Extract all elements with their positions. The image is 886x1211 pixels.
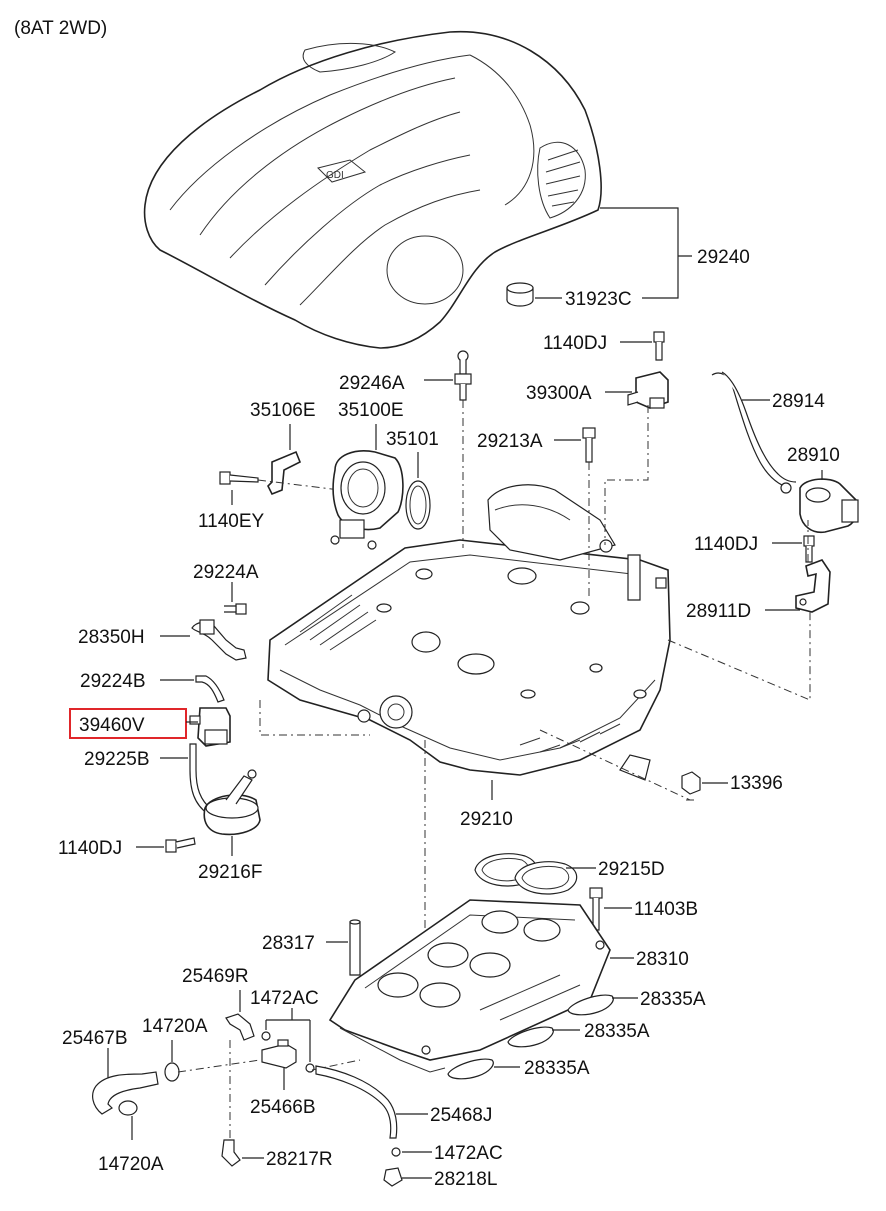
- label-28335a-1: 28335A: [640, 989, 706, 1010]
- label-1472ac-top: 1472AC: [250, 988, 319, 1009]
- clamp-1472ac-top-part: [261, 1031, 315, 1073]
- stud-28317-part: [349, 919, 361, 976]
- label-14720a-bot: 14720A: [98, 1154, 164, 1175]
- label-1140dj-left: 1140DJ: [58, 838, 122, 859]
- label-29216f: 29216F: [198, 862, 262, 883]
- label-29224b: 29224B: [80, 671, 146, 692]
- cover-logo: GDI: [326, 170, 344, 181]
- label-28335a-2: 28335A: [584, 1021, 650, 1042]
- hose-29224b-part: [195, 675, 225, 703]
- fitting-28217r-part: [221, 1139, 241, 1167]
- pcv-valve-25466b-part: [261, 1039, 297, 1069]
- label-1140dj-top: 1140DJ: [543, 333, 607, 354]
- label-28335a-3: 28335A: [524, 1058, 590, 1079]
- label-25468j: 25468J: [430, 1105, 492, 1126]
- bracket-28911d-part: [795, 559, 831, 613]
- label-35100e: 35100E: [338, 400, 404, 421]
- hose-28350h-part: [191, 619, 247, 661]
- label-28914: 28914: [772, 391, 825, 412]
- actuator-29216f-part: [203, 769, 261, 836]
- throttle-body-35100e-part: [330, 450, 404, 550]
- hose-25467b-part: [92, 1071, 159, 1115]
- fitting-28218l-part: [383, 1167, 403, 1187]
- label-29210: 29210: [460, 809, 513, 830]
- hose-28914-part: [711, 371, 797, 489]
- label-29246a: 29246A: [339, 373, 405, 394]
- bolt-29224a-part: [224, 603, 247, 615]
- clamp-14720a-top-part: [164, 1062, 180, 1082]
- label-25466b: 25466B: [250, 1097, 316, 1118]
- bolt-29213a-part: [582, 427, 596, 463]
- label-1140ey: 1140EY: [198, 511, 265, 532]
- label-28217r: 28217R: [266, 1149, 333, 1170]
- label-29224a: 29224A: [193, 562, 259, 583]
- label-25469r: 25469R: [182, 966, 249, 987]
- solenoid-39460v-part: [189, 707, 231, 747]
- label-25467b: 25467B: [62, 1028, 128, 1049]
- stud-29246a-part: [454, 350, 472, 401]
- label-14720a-top: 14720A: [142, 1016, 208, 1037]
- label-39300a: 39300A: [526, 383, 592, 404]
- variant-header: (8AT 2WD): [14, 18, 107, 39]
- gasket-28335a-1-part: [567, 994, 614, 1016]
- label-13396: 13396: [730, 773, 783, 794]
- label-11403b: 11403B: [634, 899, 698, 920]
- gasket-29215d-part: [474, 853, 578, 895]
- elbow-25469r-part: [225, 1013, 255, 1041]
- bolt-1140ey-part: [219, 471, 259, 485]
- label-28911d: 28911D: [686, 601, 751, 622]
- gasket-28335a-2-part: [507, 1026, 554, 1048]
- nut-13396-part: [681, 771, 701, 801]
- clamp-1472ac-bot-part: [391, 1147, 401, 1157]
- bracket-35106e-part: [267, 450, 302, 496]
- grommet-31923c-part: [506, 282, 534, 307]
- label-28910: 28910: [787, 445, 840, 466]
- label-28317: 28317: [262, 933, 315, 954]
- label-35106e: 35106E: [250, 400, 316, 421]
- label-28218l: 28218L: [434, 1169, 497, 1190]
- engine-cover-part: GDI: [143, 30, 602, 349]
- label-31923c: 31923C: [565, 289, 632, 310]
- bolt-1140dj-right-part: [803, 535, 815, 563]
- label-35101: 35101: [386, 429, 439, 450]
- intake-manifold-29210-part: [267, 484, 671, 781]
- label-28350h: 28350H: [78, 627, 145, 648]
- hose-25468j-part: [315, 1065, 398, 1139]
- label-39460v: 39460V: [79, 715, 145, 736]
- label-29240: 29240: [697, 247, 750, 268]
- clamp-14720a-bot-part: [118, 1100, 138, 1116]
- bolt-1140dj-left-part: [165, 837, 196, 853]
- valve-28910-part: [780, 478, 859, 534]
- gasket-35101-part: [405, 480, 431, 530]
- label-1472ac-bot: 1472AC: [434, 1143, 503, 1164]
- sensor-39300a-part: [627, 371, 669, 409]
- label-1140dj-right: 1140DJ: [694, 534, 758, 555]
- highlight-box-39460v: [69, 708, 187, 739]
- label-29215d: 29215D: [598, 859, 665, 880]
- lower-manifold-28310-part: [328, 899, 611, 1073]
- label-28310: 28310: [636, 949, 689, 970]
- gasket-28335a-3-part: [447, 1058, 494, 1080]
- label-29225b: 29225B: [84, 749, 150, 770]
- label-29213a: 29213A: [477, 431, 543, 452]
- bolt-1140dj-top-part: [653, 331, 665, 361]
